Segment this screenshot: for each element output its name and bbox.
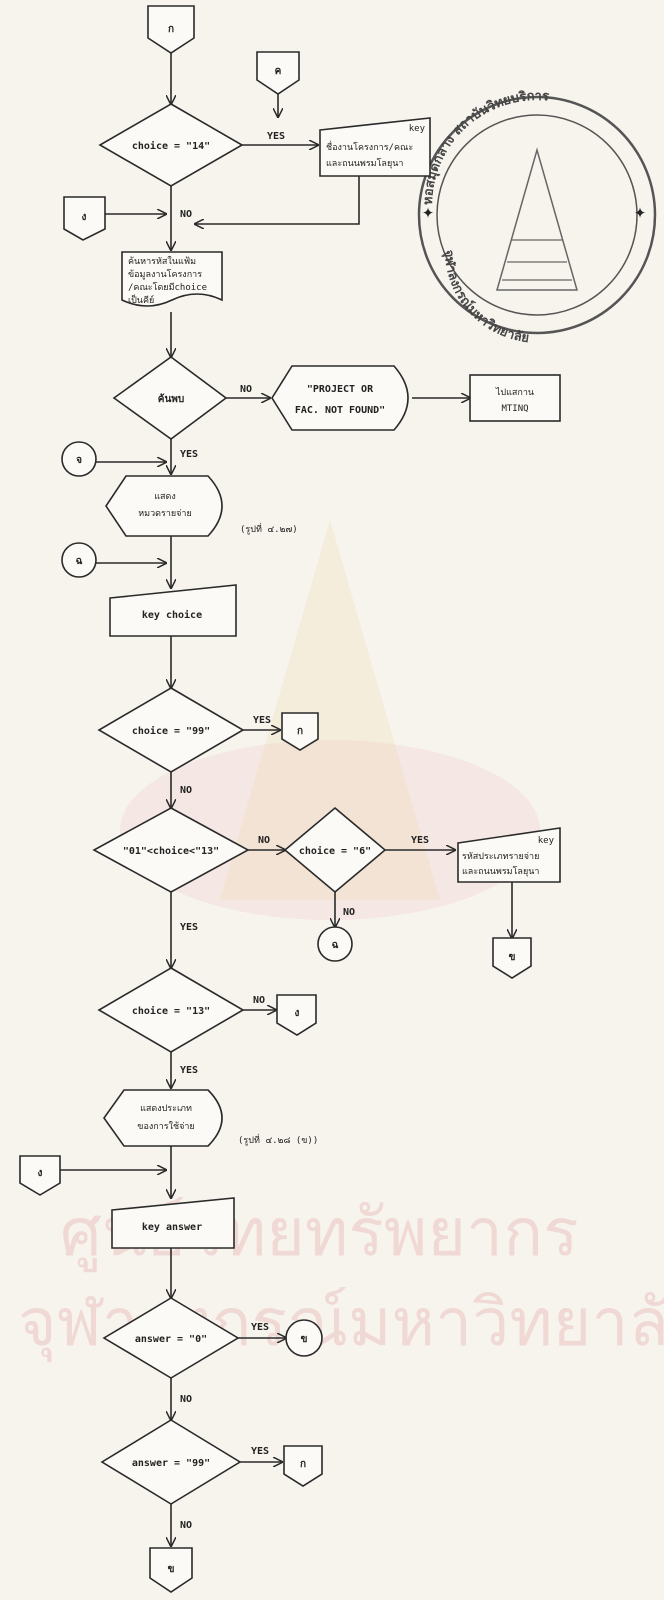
svg-text:ค้นพบ: ค้นพบ (158, 393, 184, 405)
connector-circle-answer-0: ข (285, 1319, 323, 1357)
svg-text:ง: ง (38, 1168, 43, 1179)
svg-text:choice = "14": choice = "14" (132, 140, 210, 152)
decision-choice-14: choice = "14" (98, 103, 244, 187)
yes-label: YES (180, 449, 198, 460)
svg-text:รหัสประเภทรายจ่าย: รหัสประเภทรายจ่าย (462, 852, 539, 862)
no-label: NO (258, 835, 270, 846)
svg-text:choice = "99": choice = "99" (132, 725, 210, 737)
watermark: ศูนย์วิทยทรัพยากร จุฬาลงกรณ์มหาวิทยาลัย (18, 520, 664, 1363)
watermark-line2: จุฬาลงกรณ์มหาวิทยาลัย (18, 1284, 664, 1363)
yes-label: YES (251, 1322, 269, 1333)
input-key-answer: key answer (111, 1197, 235, 1249)
svg-text:ฉ: ฉ (332, 940, 339, 951)
process-goto-mtinq: ไปแสกาน MTINQ (469, 374, 561, 422)
svg-text:"PROJECT OR: "PROJECT OR (307, 384, 374, 395)
no-label: NO (180, 209, 192, 220)
library-seal: หอสมุดกลาง สถาบันวิทยบริการ จุฬาลงกรณ์มห… (417, 89, 657, 346)
seal-stupa-tiers (502, 239, 572, 281)
display-expense-category: แสดง หมวดรายจ่าย (105, 475, 223, 537)
yes-label: YES (267, 131, 285, 142)
seal-star-right-icon: ✦ (634, 199, 646, 223)
display-figure-ref: (รูปที่ ๔.๒๗) (240, 522, 298, 535)
seal-star-left-icon: ✦ (422, 199, 434, 223)
connector-circle-back: จ (61, 441, 97, 477)
svg-text:แสดงประเภท: แสดงประเภท (140, 1104, 192, 1114)
input-key-choice: key choice (109, 584, 237, 637)
svg-text:ข้อมูลงานโครงการ: ข้อมูลงานโครงการ (128, 269, 202, 280)
svg-text:answer = "0": answer = "0" (135, 1334, 207, 1345)
svg-text:ฉ: ฉ (76, 556, 83, 567)
svg-text:จ: จ (76, 455, 82, 466)
svg-text:ข: ข (509, 952, 516, 963)
svg-text:หมวดรายจ่าย: หมวดรายจ่าย (138, 509, 192, 519)
connector-top-entry: ก (147, 5, 195, 54)
svg-text:ค: ค (275, 66, 282, 77)
decision-choice-13: choice = "13" (97, 967, 245, 1053)
yes-label: YES (251, 1446, 269, 1457)
svg-text:"01"<choice<"13": "01"<choice<"13" (123, 845, 219, 857)
svg-text:ง: ง (295, 1008, 300, 1019)
svg-text:key choice: key choice (142, 609, 202, 621)
decision-answer-99: answer = "99" (100, 1419, 242, 1505)
no-label: NO (180, 1520, 192, 1531)
seal-stupa-icon (496, 147, 578, 291)
yes-label: YES (253, 715, 271, 726)
yes-label: YES (180, 1065, 198, 1076)
input-key-project: key ชื่องานโครงการ/คณะ และถนนพรมโลยุนา (319, 117, 431, 177)
seal-bottom-text: จุฬาลงกรณ์มหาวิทยาลัย (441, 249, 530, 346)
process-search-file: ค้นหารหัสในแฟ้ม ข้อมูลงานโครงการ /คณะโดย… (121, 251, 223, 307)
svg-text:ก: ก (300, 1459, 306, 1470)
svg-text:key: key (538, 836, 555, 846)
seal-outer-ring (417, 95, 657, 335)
svg-text:ก: ก (297, 726, 303, 737)
connector-left-in: ง (63, 196, 106, 241)
connector-after-99: ก (281, 712, 319, 751)
no-label: NO (180, 1394, 192, 1405)
no-label: NO (240, 384, 252, 395)
no-label: NO (253, 995, 265, 1006)
connector-answer-99-out: ก (283, 1445, 323, 1487)
seal-inner-ring (436, 114, 638, 316)
decision-found: ค้นพบ (112, 356, 228, 440)
svg-text:และถนนพรมโลยุนา: และถนนพรมโลยุนา (326, 158, 403, 169)
svg-text:ก: ก (168, 24, 174, 35)
svg-text:answer = "99": answer = "99" (132, 1458, 210, 1469)
svg-text:key answer: key answer (142, 1222, 202, 1233)
yes-label: YES (180, 922, 198, 933)
svg-text:/คณะโดยมีchoice: /คณะโดยมีchoice (128, 282, 207, 293)
no-label: NO (343, 907, 355, 918)
svg-text:MTINQ: MTINQ (501, 404, 528, 414)
svg-text:FAC. NOT FOUND": FAC. NOT FOUND" (295, 405, 385, 416)
yes-label: YES (411, 835, 429, 846)
svg-text:และถนนพรมโลยุนา: และถนนพรมโลยุนา (462, 866, 539, 877)
svg-text:ง: ง (82, 212, 87, 223)
connector-page-5-out: ข (492, 937, 532, 979)
flow-arrow (195, 176, 360, 224)
connector-left-12: ง (276, 994, 317, 1036)
input-key-expense-code: key รหัสประเภทรายจ่าย และถนนพรมโลยุนา (457, 827, 561, 883)
display-types-figure-ref: (รูปที่ ๔.๒๘ (ข)) (238, 1133, 318, 1146)
svg-text:ข: ข (168, 1564, 175, 1575)
connector-mid-in: ค (256, 51, 300, 95)
connector-bottom-out: ข (149, 1547, 193, 1593)
svg-text:ของการใช้จ่าย: ของการใช้จ่าย (137, 1121, 194, 1132)
svg-text:ข: ข (301, 1334, 308, 1345)
svg-text:key: key (409, 124, 426, 134)
watermark-emblem-crown (220, 520, 440, 900)
decision-choice-99: choice = "99" (97, 687, 245, 773)
svg-text:ค้นหารหัสในแฟ้ม: ค้นหารหัสในแฟ้ม (128, 256, 196, 267)
connector-circle-choice: ฉ (61, 542, 97, 578)
svg-text:ชื่องานโครงการ/คณะ: ชื่องานโครงการ/คณะ (326, 140, 413, 153)
svg-text:choice = "6": choice = "6" (299, 845, 371, 857)
connector-left-answer: ง (19, 1155, 61, 1196)
svg-text:แสดง: แสดง (154, 492, 176, 502)
svg-text:ไปแสกาน: ไปแสกาน (495, 387, 534, 398)
display-expense-types: แสดงประเภท ของการใช้จ่าย (103, 1089, 223, 1147)
connector-circle-no-6: ฉ (317, 926, 353, 962)
svg-text:เป็นคีย์: เป็นคีย์ (128, 293, 154, 306)
display-not-found: "PROJECT OR FAC. NOT FOUND" (271, 365, 409, 431)
no-label: NO (180, 785, 192, 796)
svg-text:choice = "13": choice = "13" (132, 1005, 210, 1017)
